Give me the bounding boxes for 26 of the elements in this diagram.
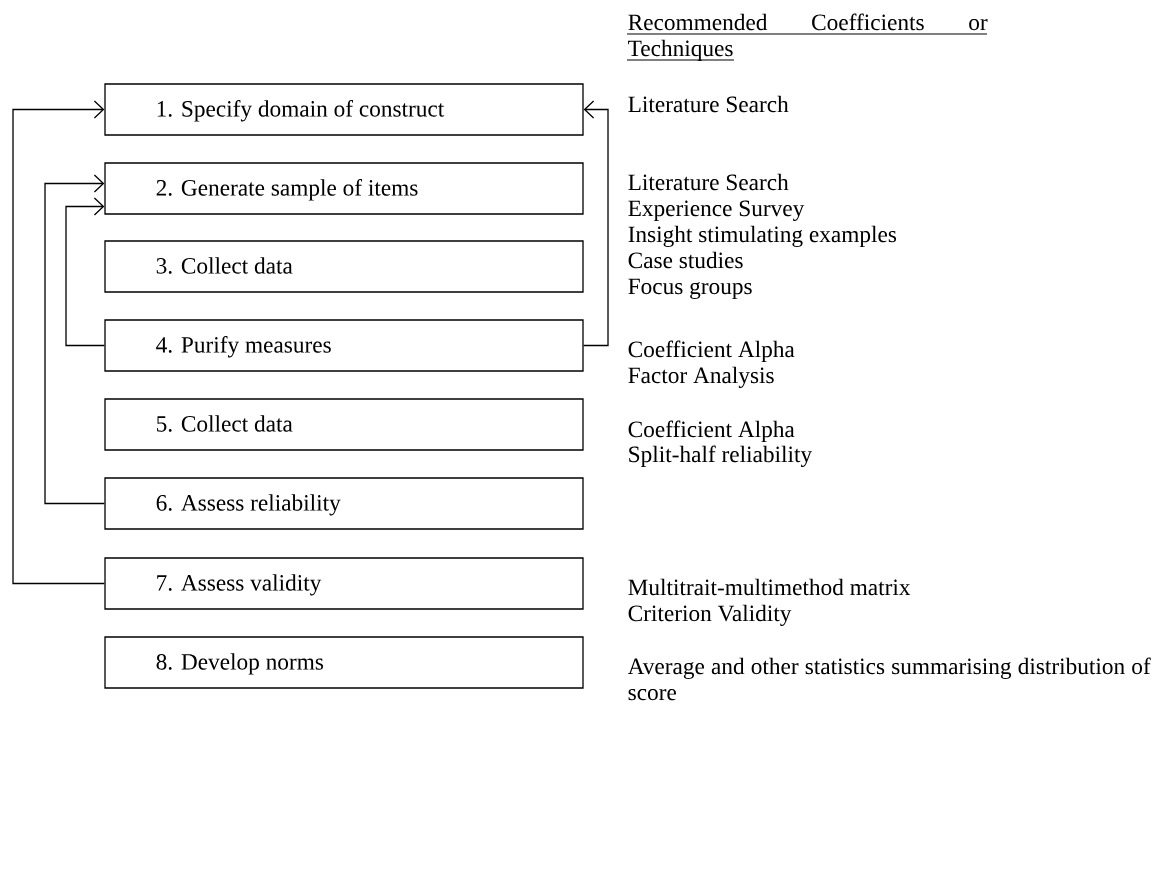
technique-text: Split-half reliability — [629, 445, 813, 468]
technique-text: Criterion Validity — [628, 604, 792, 627]
technique-text: Factor Analysis — [628, 366, 774, 389]
process-box: 4. Purify measures — [104, 319, 584, 372]
technique-text: Multitrait-multimethod matrix — [628, 578, 911, 596]
column-heading: Recommended Coefficients or Techniques — [626, 13, 988, 61]
technique-text: Experience Survey — [628, 200, 805, 222]
process-box: 5. Collect data — [104, 398, 584, 451]
technique-text: Insight stimulating examples — [628, 225, 897, 248]
feedback-arrow — [44, 174, 105, 505]
process-box: 1. Specify domain of construct — [104, 83, 584, 136]
feedback-arrow — [12, 100, 105, 585]
process-box: 6. Assess reliability — [104, 477, 584, 530]
feedback-arrow — [65, 197, 105, 347]
technique-text: Literature Search — [628, 173, 789, 191]
technique-text: Coefficient Alpha — [628, 340, 795, 362]
technique-text: Literature Search — [628, 95, 789, 113]
technique-text: Focus groups — [628, 278, 752, 300]
feedback-arrow — [583, 100, 609, 347]
technique-text: Coefficient Alpha — [628, 420, 795, 442]
process-box: 7. Assess validity — [104, 557, 584, 610]
note-text: Average and other statistics summarising distribution of score — [627, 657, 1151, 701]
process-box: 2. Generate sample of items — [104, 162, 584, 215]
process-box: 3. Collect data — [104, 240, 584, 293]
process-box: 8. Develop norms — [104, 636, 584, 689]
technique-text: Case studies — [628, 251, 743, 269]
